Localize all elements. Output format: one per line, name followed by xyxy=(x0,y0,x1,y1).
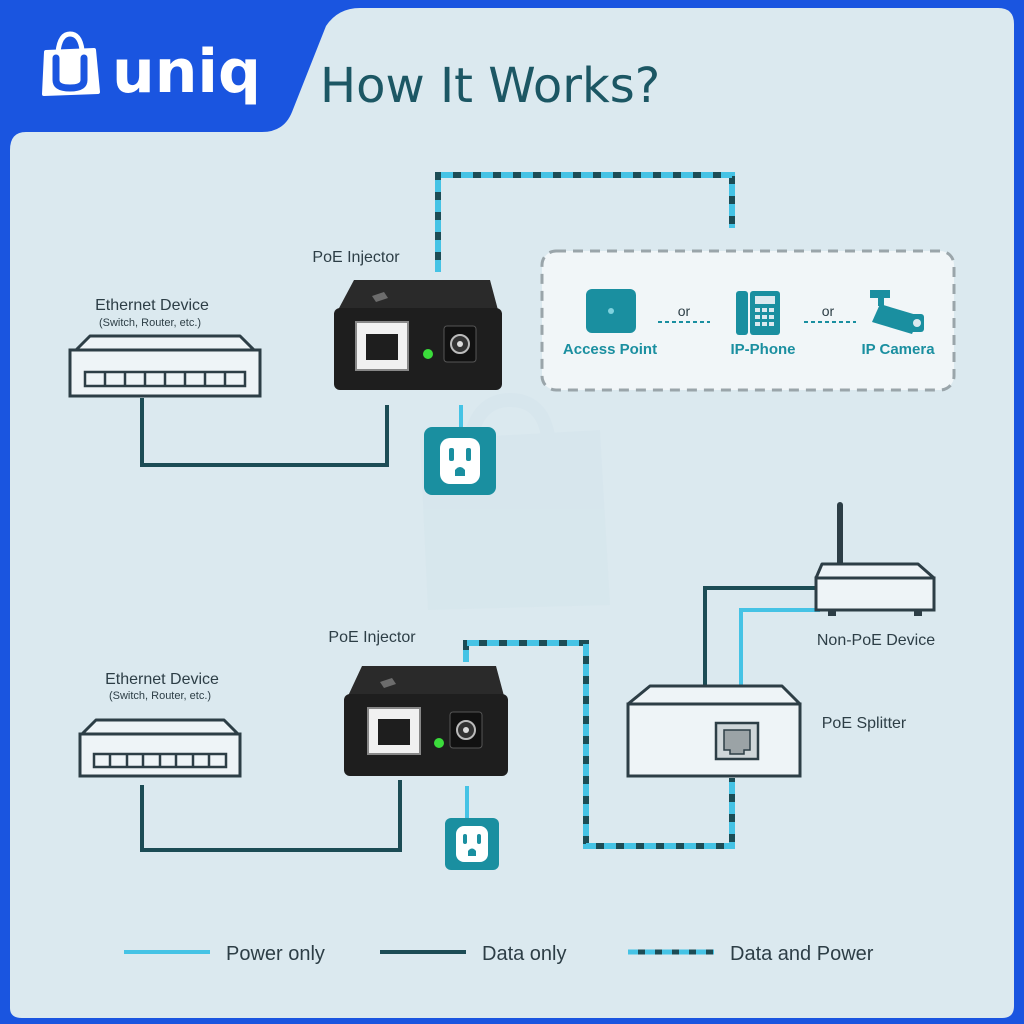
or-text: or xyxy=(678,303,691,319)
brand-logo: uniq xyxy=(42,31,261,107)
top-poe-injector xyxy=(334,280,502,390)
ip-phone-label: IP-Phone xyxy=(730,341,795,358)
top-injector-label: PoE Injector xyxy=(312,249,400,266)
legend-data-label: Data only xyxy=(482,943,567,965)
legend-both-label: Data and Power xyxy=(730,943,874,965)
splitter-data-line xyxy=(703,586,820,686)
bottom-injector-label: PoE Injector xyxy=(328,629,416,646)
bottom-ethernet-label: Ethernet Device xyxy=(105,671,219,688)
or-text: or xyxy=(822,303,835,319)
non-poe-device xyxy=(814,502,936,616)
top-power-outlet-icon xyxy=(424,427,496,495)
poe-splitter xyxy=(626,684,802,778)
top-data-power-line xyxy=(435,172,735,272)
top-data-line xyxy=(140,398,389,467)
top-ethernet-sub: (Switch, Router, etc.) xyxy=(99,317,201,329)
splitter-power-line xyxy=(739,608,820,686)
ip-camera-label: IP Camera xyxy=(861,341,935,358)
bottom-ethernet-switch xyxy=(78,718,242,778)
ip-camera-icon xyxy=(870,290,924,334)
access-point-label: Access Point xyxy=(563,341,657,358)
non-poe-label: Non-PoE Device xyxy=(817,632,935,649)
access-point-icon xyxy=(586,289,636,333)
page-title: How It Works? xyxy=(320,58,660,114)
splitter-label: PoE Splitter xyxy=(822,715,907,732)
status-led xyxy=(423,349,433,359)
top-ethernet-switch xyxy=(68,334,262,398)
bottom-poe-injector xyxy=(344,666,508,776)
bottom-data-line xyxy=(140,780,402,852)
ip-phone-icon xyxy=(736,291,780,335)
logo-text: uniq xyxy=(112,37,261,107)
top-ethernet-label: Ethernet Device xyxy=(95,297,209,314)
status-led xyxy=(434,738,444,748)
bottom-ethernet-sub: (Switch, Router, etc.) xyxy=(109,690,211,702)
legend: Power only Data only Data and Power xyxy=(124,943,874,965)
legend-power-label: Power only xyxy=(226,943,325,965)
bottom-data-power-line xyxy=(463,640,735,849)
bottom-power-outlet-icon xyxy=(445,818,499,870)
